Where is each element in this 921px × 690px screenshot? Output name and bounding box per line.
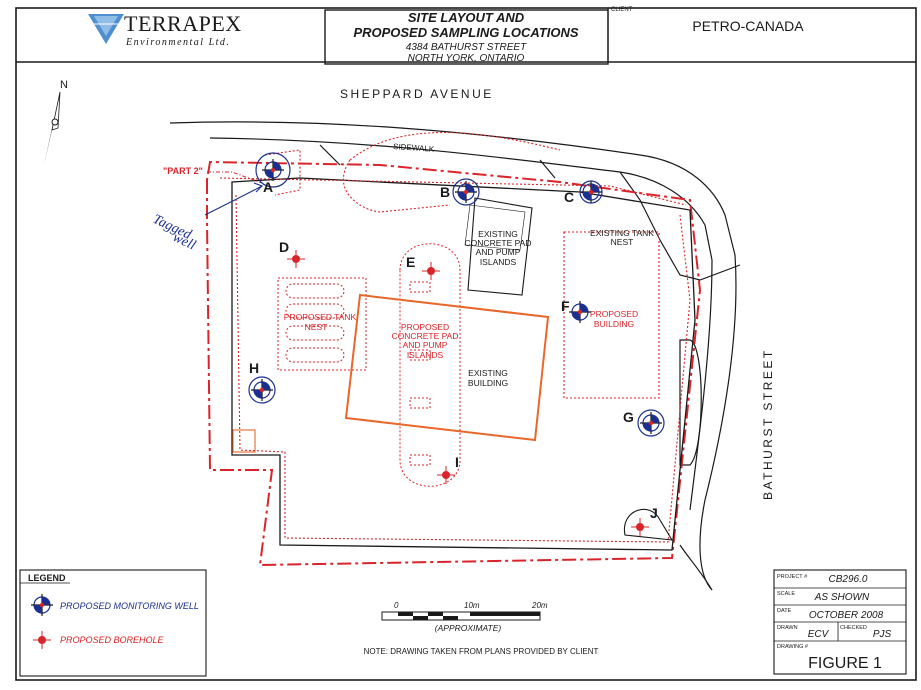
corner-structure bbox=[232, 429, 256, 453]
monitoring-well-h: H bbox=[248, 360, 276, 404]
borehole-e: E bbox=[406, 254, 441, 281]
borehole-d: D bbox=[279, 239, 306, 269]
north-arrow: N bbox=[44, 79, 68, 165]
drawing-number-label: DRAWING # bbox=[777, 644, 809, 650]
street-bathurst-street: BATHURST STREET bbox=[761, 348, 775, 500]
monitoring-well-a: A bbox=[255, 152, 291, 195]
scale-value: AS SHOWN bbox=[814, 592, 870, 603]
proposed-tank-nest-line1: PROPOSED TANK bbox=[284, 312, 357, 322]
proposed-pump-island bbox=[399, 243, 461, 487]
drawing-title-line1: SITE LAYOUT AND bbox=[408, 10, 525, 25]
proposed-tank-nest-line2: NEST bbox=[305, 322, 328, 332]
proposed-building-line2: BUILDING bbox=[594, 319, 634, 329]
existing-building-line2: BUILDING bbox=[468, 378, 508, 388]
drawing-note: NOTE: DRAWING TAKEN FROM PLANS PROVIDED … bbox=[364, 647, 599, 656]
checked-value: PJS bbox=[873, 629, 892, 640]
location-label-b: B bbox=[440, 184, 450, 200]
client-name: PETRO-CANADA bbox=[692, 18, 804, 34]
scale-caption: (APPROXIMATE) bbox=[435, 623, 502, 633]
property-boundary bbox=[206, 160, 702, 567]
drawing-title-line2: PROPOSED SAMPLING LOCATIONS bbox=[353, 25, 578, 40]
part-2-outline bbox=[235, 194, 691, 543]
legend: LEGEND PROPOSED MONITORING WELL PROPOSED… bbox=[19, 569, 207, 677]
info-block: PROJECT # CB296.0 SCALE AS SHOWN DATE OC… bbox=[773, 569, 907, 675]
location-label-d: D bbox=[279, 239, 289, 255]
location-label-a: A bbox=[263, 179, 273, 195]
date-value: OCTOBER 2008 bbox=[809, 610, 884, 621]
project-label: PROJECT # bbox=[777, 574, 808, 580]
address-line2: NORTH YORK, ONTARIO bbox=[408, 53, 525, 64]
part-2-leader bbox=[207, 171, 263, 184]
logo-company-subtitle: Environmental Ltd. bbox=[125, 37, 230, 48]
road-curbs bbox=[169, 121, 741, 591]
client-label: CLIENT bbox=[611, 7, 633, 13]
proposed-pad-line4: ISLANDS bbox=[407, 350, 444, 360]
scale-tick-10m: 10m bbox=[464, 601, 480, 610]
sidewalk-label: SIDEWALK bbox=[393, 142, 435, 154]
address-line1: 4384 BATHURST STREET bbox=[406, 42, 527, 53]
existing-pad-line1: EXISTING bbox=[478, 229, 518, 239]
lot-line bbox=[231, 177, 696, 551]
existing-tank-nest-area: EXISTING TANK NEST PROPOSED BUILDING bbox=[563, 228, 660, 399]
drawn-value: ECV bbox=[808, 629, 830, 640]
drawing-frame bbox=[15, 7, 917, 681]
handwritten-note-line2: well bbox=[170, 230, 198, 254]
proposed-tank-nest bbox=[277, 277, 367, 371]
location-label-j: J bbox=[650, 505, 658, 521]
drawing-number-value: FIGURE 1 bbox=[808, 655, 882, 672]
part-2-label: "PART 2" bbox=[163, 166, 203, 176]
existing-pad-line4: ISLANDS bbox=[480, 257, 517, 267]
date-label: DATE bbox=[777, 608, 792, 614]
location-label-g: G bbox=[623, 409, 634, 425]
terrapex-logo: TERRAPEX Environmental Ltd. bbox=[88, 11, 242, 48]
borehole-j: J bbox=[624, 505, 674, 541]
monitoring-well-g: G bbox=[623, 409, 665, 437]
scale-label: SCALE bbox=[777, 591, 795, 597]
street-sheppard-avenue: SHEPPARD AVENUE bbox=[340, 87, 494, 101]
scale-tick-0: 0 bbox=[394, 601, 399, 610]
existing-pad-line3: AND PUMP bbox=[476, 247, 521, 257]
proposed-pad-line1: PROPOSED bbox=[401, 322, 449, 332]
legend-title: LEGEND bbox=[28, 573, 66, 583]
proposed-pad-line3: AND PUMP bbox=[403, 340, 448, 350]
existing-tank-nest-line2: NEST bbox=[611, 237, 634, 247]
legend-borehole-label: PROPOSED BOREHOLE bbox=[60, 635, 165, 645]
monitoring-well-f: F bbox=[561, 298, 592, 324]
monitoring-well-c: C bbox=[564, 180, 603, 205]
proposed-pad-line2: CONCRETE PAD bbox=[392, 331, 459, 341]
legend-well-label: PROPOSED MONITORING WELL bbox=[60, 601, 199, 611]
proposed-building-line1: PROPOSED bbox=[590, 309, 638, 319]
location-label-f: F bbox=[561, 298, 570, 314]
drawn-label: DRAWN bbox=[777, 625, 798, 631]
location-label-e: E bbox=[406, 254, 415, 270]
scale-bar: 0 10m 20m (APPROXIMATE) bbox=[381, 601, 548, 633]
north-arrow-label: N bbox=[60, 79, 68, 91]
location-label-i: I bbox=[455, 454, 459, 470]
monitoring-well-b: B bbox=[440, 178, 480, 206]
borehole-i: I bbox=[436, 454, 459, 485]
existing-pad-line2: CONCRETE PAD bbox=[465, 238, 532, 248]
title-block: TERRAPEX Environmental Ltd. SITE LAYOUT … bbox=[16, 7, 916, 65]
logo-company-name: TERRAPEX bbox=[124, 11, 242, 36]
legend-borehole-icon bbox=[32, 630, 52, 650]
location-label-h: H bbox=[249, 360, 259, 376]
project-number: CB296.0 bbox=[829, 574, 868, 585]
location-label-c: C bbox=[564, 189, 574, 205]
scale-tick-20m: 20m bbox=[531, 601, 548, 610]
legend-well-icon bbox=[30, 593, 54, 617]
existing-concrete-pad: EXISTING CONCRETE PAD AND PUMP ISLANDS bbox=[465, 197, 533, 296]
checked-label: CHECKED bbox=[840, 625, 867, 631]
existing-building-line1: EXISTING bbox=[468, 368, 508, 378]
existing-building bbox=[344, 293, 550, 442]
existing-tank-nest-line1: EXISTING TANK bbox=[590, 228, 654, 238]
